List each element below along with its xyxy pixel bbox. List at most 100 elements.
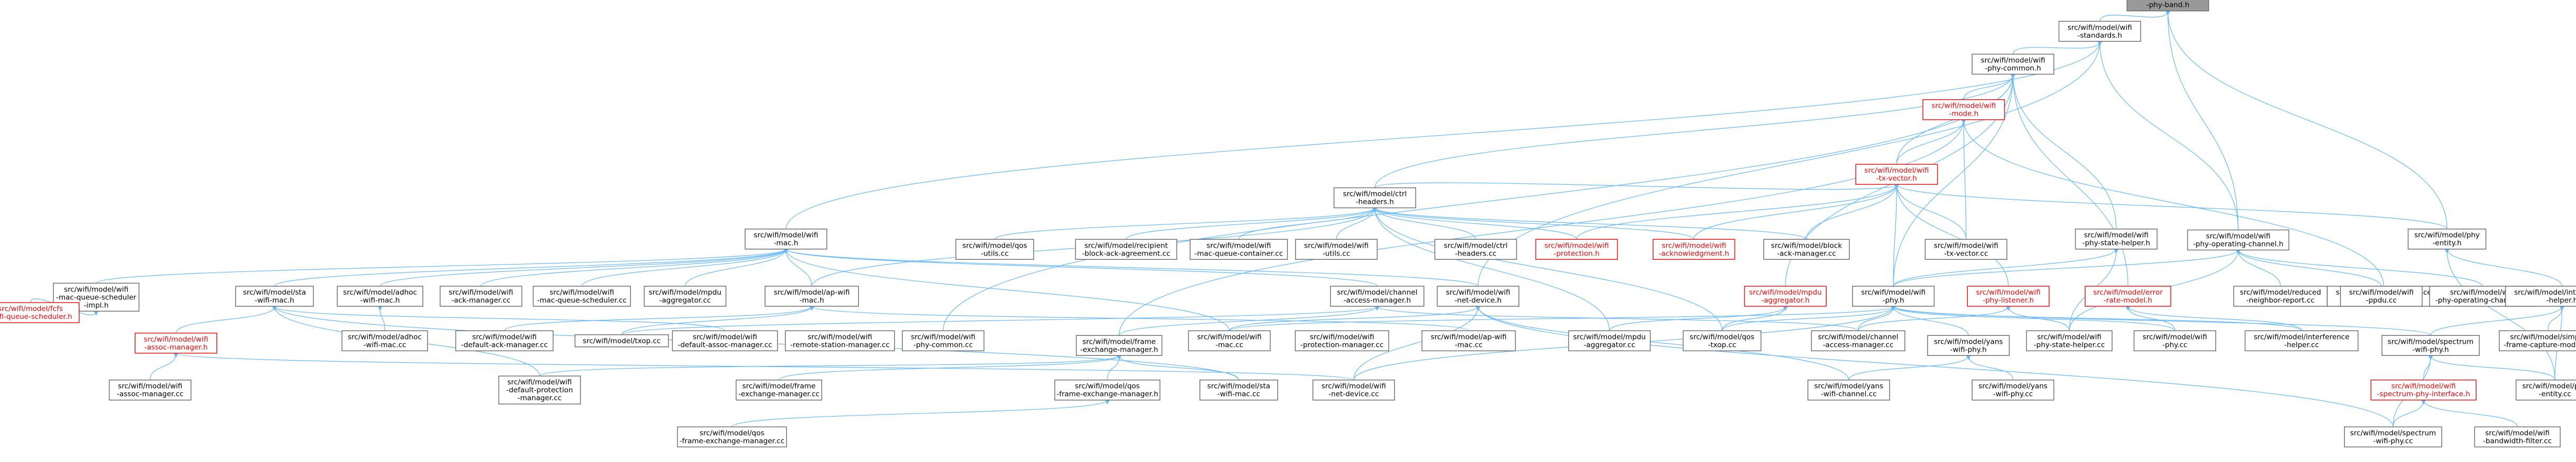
node-protection-manager-cc[interactable]: src/wifi/model/wifi-protection-manager.c… bbox=[1295, 330, 1389, 352]
node-assoc-manager-cc[interactable]: src/wifi/model/wifi-assoc-manager.cc bbox=[109, 379, 192, 401]
node-box bbox=[1852, 286, 1935, 307]
node-bandwidth-filter[interactable]: src/wifi/model/wifi-bandwidth-filter.cc bbox=[2474, 426, 2561, 448]
node-standards[interactable]: src/wifi/model/wifi-standards.h bbox=[2058, 21, 2141, 42]
edge-frame-exchange-h-to-sta-mac-cc bbox=[1117, 355, 1239, 380]
edge-layer bbox=[30, 11, 2564, 427]
node-label: src/wifi/model/reduced bbox=[2240, 288, 2321, 297]
node-ap-mac-cc[interactable]: src/wifi/model/ap-wifi-mac.cc bbox=[1421, 330, 1516, 352]
node-qos-txop-cc[interactable]: src/wifi/model/qos-txop.cc bbox=[1682, 330, 1762, 352]
node-label: -entity.h bbox=[2432, 239, 2461, 248]
edge-ctrl-headers-to-recipient bbox=[1126, 208, 1378, 240]
node-label: src/wifi/model/mpdu bbox=[649, 288, 722, 297]
node-ctrl-headers[interactable]: src/wifi/model/ctrl-headers.h bbox=[1333, 187, 1416, 209]
node-label: -phy-state-helper.h bbox=[2082, 239, 2150, 248]
node-interference-helper-cc-top[interactable]: src/wifi/model/interference-helper.h bbox=[2505, 286, 2576, 307]
node-ctrl-headers-cc[interactable]: src/wifi/model/ctrl-headers.cc bbox=[1434, 239, 1517, 260]
node-sta-mac-h[interactable]: src/wifi/model/sta-wifi-mac.h bbox=[235, 286, 314, 307]
node-mpdu-aggregator-cc[interactable]: src/wifi/model/mpdu-aggregator.cc bbox=[1568, 330, 1651, 352]
node-label: -exchange-manager.h bbox=[1080, 345, 1158, 354]
node-assoc-manager-h[interactable]: src/wifi/model/wifi-assoc-manager.h bbox=[134, 333, 218, 354]
node-phy-band[interactable]: src/wifi/model/wifi-phy-band.h bbox=[2126, 0, 2209, 12]
node-default-assoc-manager[interactable]: src/wifi/model/wifi-default-assoc-manage… bbox=[672, 330, 778, 352]
node-interference-helper-cc[interactable]: src/wifi/model/interference-helper.cc bbox=[2245, 330, 2359, 352]
node-recipient[interactable]: src/wifi/model/recipient-block-ack-agree… bbox=[1075, 239, 1177, 260]
node-label: -frame-exchange-manager.h bbox=[1056, 390, 1158, 399]
node-adhoc-mac-h[interactable]: src/wifi/model/adhoc-wifi-mac.h bbox=[337, 286, 423, 307]
node-label: -mac-queue-scheduler.cc bbox=[537, 296, 627, 305]
node-mac-queue-sched-cc[interactable]: src/wifi/model/wifi-mac-queue-scheduler.… bbox=[533, 286, 631, 307]
node-tx-vector-cc[interactable]: src/wifi/model/wifi-tx-vector.cc bbox=[1924, 239, 2007, 260]
node-yans-phy-h[interactable]: src/wifi/model/yans-wifi-phy.h bbox=[1927, 335, 2010, 356]
edge-phy-entity-to-phy-entity-cc bbox=[2444, 249, 2555, 380]
node-yans-phy-cc[interactable]: src/wifi/model/yans-wifi-phy.cc bbox=[1971, 379, 2054, 401]
node-phy-listener[interactable]: src/wifi/model/wifi-phy-listener.h bbox=[1967, 286, 2050, 307]
node-mac-cc[interactable]: src/wifi/model/wifi-mac.cc bbox=[1188, 330, 1271, 352]
node-qos-frame-exchange-cc[interactable]: src/wifi/model/qos-frame-exchange-manage… bbox=[677, 426, 787, 448]
edge-mac-h-to-mac-cc bbox=[784, 249, 1230, 331]
node-label: -frame-exchange-manager.cc bbox=[680, 437, 785, 445]
node-ack-manager-h[interactable]: src/wifi/model/wifi-acknowledgment.h bbox=[1652, 239, 1735, 260]
node-label: -phy-listener.h bbox=[1983, 296, 2034, 305]
node-spectrum-phy-cc[interactable]: src/wifi/model/spectrum-wifi-phy.cc bbox=[2344, 426, 2442, 448]
node-label: -mac-queue-container.cc bbox=[1195, 249, 1284, 258]
node-box bbox=[2505, 286, 2576, 307]
node-channel-access-h[interactable]: src/wifi/model/channel-access-manager.h bbox=[1330, 286, 1425, 307]
node-channel-access-cc[interactable]: src/wifi/model/channel-access-manager.cc bbox=[1811, 330, 1905, 352]
node-label: src/wifi/model/ctrl bbox=[1343, 190, 1407, 199]
node-mac-queue-container[interactable]: src/wifi/model/wifi-mac-queue-container.… bbox=[1189, 239, 1288, 260]
node-simple-frame-capture[interactable]: src/wifi/model/simple-frame-capture-mode… bbox=[2499, 330, 2576, 352]
node-block-ack-manager[interactable]: src/wifi/model/block-ack-manager.cc bbox=[1763, 239, 1850, 260]
node-phy-op-channel-h[interactable]: src/wifi/model/wifi-phy-operating-channe… bbox=[2187, 229, 2290, 251]
node-label: -ack-manager.cc bbox=[1777, 249, 1836, 258]
node-phy-entity-cc[interactable]: src/wifi/model/phy-entity.cc bbox=[2515, 379, 2576, 401]
node-spectrum-phy-interface-h[interactable]: src/wifi/model/wifi-spectrum-phy-interfa… bbox=[2370, 379, 2477, 401]
node-mode[interactable]: src/wifi/model/wifi-mode.h bbox=[1922, 99, 2005, 120]
node-error-rate[interactable]: src/wifi/model/error-rate-model.h bbox=[2085, 286, 2171, 307]
node-phy-common-cc[interactable]: src/wifi/model/wifi-phy-common.cc bbox=[901, 330, 984, 352]
node-label: src/wifi/model/wifi bbox=[2084, 231, 2149, 240]
node-mpdu-aggregator-h[interactable]: src/wifi/model/mpdu-aggregator.cc bbox=[644, 286, 727, 307]
node-frame-exchange-h[interactable]: src/wifi/model/frame-exchange-manager.h bbox=[1076, 335, 1163, 356]
node-label: src/wifi/model/ap-wifi bbox=[1431, 333, 1507, 341]
node-default-protection[interactable]: src/wifi/model/wifi-default-protection-m… bbox=[498, 375, 581, 404]
node-net-device-cc[interactable]: src/wifi/model/wifi-net-device.cc bbox=[1312, 379, 1395, 401]
node-phy-common-h[interactable]: src/wifi/model/wifi-phy-common.h bbox=[1971, 53, 2054, 75]
node-qos-frame-exchange-h[interactable]: src/wifi/model/qos-frame-exchange-manage… bbox=[1054, 379, 1160, 401]
edge-mpdu-aggregator-hh-to-qos-txop-cc bbox=[1722, 306, 1788, 331]
node-adhoc-mac-cc[interactable]: src/wifi/model/adhoc-wifi-mac.cc bbox=[341, 330, 428, 352]
node-phy-h[interactable]: src/wifi/model/wifi-phy.h bbox=[1852, 286, 1935, 307]
node-ppdu[interactable]: src/wifi/model/wifi-ppdu.cc bbox=[2340, 286, 2423, 307]
node-fcfs[interactable]: src/wifi/model/fcfs-wifi-queue-scheduler… bbox=[0, 302, 80, 323]
node-sta-mac-cc[interactable]: src/wifi/model/sta-wifi-mac.cc bbox=[1199, 379, 1278, 401]
node-remote-station-manager[interactable]: src/wifi/model/wifi-remote-station-manag… bbox=[785, 330, 895, 352]
node-ap-mac-h[interactable]: src/wifi/model/ap-wifi-mac.h bbox=[765, 286, 859, 307]
node-qos-utils[interactable]: src/wifi/model/qos-utils.cc bbox=[955, 239, 1034, 260]
edge-error-rate-to-phy-cc bbox=[2125, 306, 2175, 331]
node-label: src/wifi/model/ctrl bbox=[1444, 241, 1508, 250]
node-label: src/wifi/model/mpdu bbox=[1573, 333, 1646, 341]
node-frame-exchange-cc[interactable]: src/wifi/model/frame-exchange-manager.cc bbox=[736, 379, 822, 401]
node-phy-state-helper-h[interactable]: src/wifi/model/wifi-phy-state-helper.h bbox=[2075, 229, 2157, 250]
node-spectrum-phy-h[interactable]: src/wifi/model/spectrum-wifi-phy.h bbox=[2382, 335, 2480, 356]
node-reduced-neighbor[interactable]: src/wifi/model/reduced-neighbor-report.c… bbox=[2233, 286, 2328, 307]
node-phy-cc[interactable]: src/wifi/model/wifi-phy.cc bbox=[2133, 330, 2216, 352]
node-box bbox=[672, 330, 778, 352]
node-default-ack-manager[interactable]: src/wifi/model/wifi-default-ack-manager.… bbox=[455, 330, 554, 352]
edge-ap-mac-h-to-default-ack-manager bbox=[504, 306, 814, 331]
edge-mac-h-to-sta-mac-h bbox=[274, 249, 788, 287]
node-utils[interactable]: src/wifi/model/wifi-utils.cc bbox=[1295, 239, 1378, 260]
node-tx-vector-h[interactable]: src/wifi/model/wifi-tx-vector.h bbox=[1855, 164, 1938, 185]
node-phy-entity[interactable]: src/wifi/model/phy-entity.h bbox=[2407, 229, 2487, 250]
node-txop-h[interactable]: src/wifi/model/txop.cc bbox=[574, 334, 669, 347]
node-box bbox=[901, 330, 984, 352]
node-phy-state-helper-cc[interactable]: src/wifi/model/wifi-phy-state-helper.cc bbox=[2026, 330, 2113, 352]
edge-ctrl-headers-to-utils bbox=[1336, 208, 1378, 240]
node-protection-h[interactable]: src/wifi/model/wifi-protection.h bbox=[1535, 239, 1618, 260]
node-mpdu-aggregator-hh[interactable]: src/wifi/model/mpdu-aggregator.h bbox=[1744, 286, 1827, 307]
node-label: src/wifi/model/wifi bbox=[2037, 333, 2101, 341]
node-label: -wifi-mac.cc bbox=[364, 341, 406, 349]
node-mac-h[interactable]: src/wifi/model/wifi-mac.h bbox=[745, 229, 827, 250]
node-net-device-h[interactable]: src/wifi/model/wifi-net-device.h bbox=[1437, 286, 1520, 307]
node-ack-manager-cc[interactable]: src/wifi/model/wifi-ack-manager.cc bbox=[440, 286, 523, 307]
node-yans-channel-cc[interactable]: src/wifi/model/yans-wifi-channel.cc bbox=[1807, 379, 1890, 401]
